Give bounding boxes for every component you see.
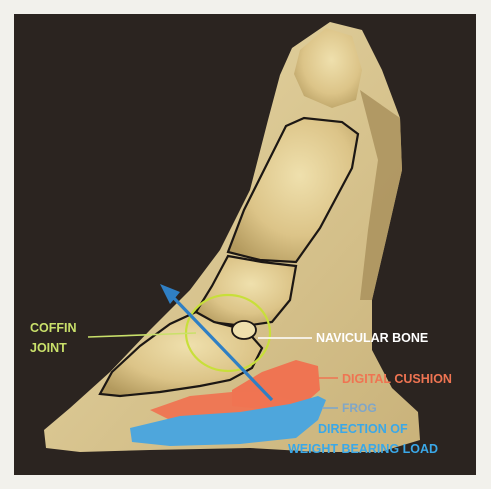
coffin-joint-label-line2: JOINT (30, 341, 67, 355)
digital-cushion-label: DIGITAL CUSHION (342, 372, 452, 386)
navicular-bone-shape (232, 321, 256, 339)
weight-load-label-line2: WEIGHT BEARING LOAD (288, 442, 438, 456)
coffin-joint-label-line1: COFFIN (30, 321, 77, 335)
navicular-bone-label: NAVICULAR BONE (316, 331, 428, 345)
weight-load-label-line1: DIRECTION OF (318, 422, 408, 436)
frog-label: FROG (342, 401, 377, 415)
